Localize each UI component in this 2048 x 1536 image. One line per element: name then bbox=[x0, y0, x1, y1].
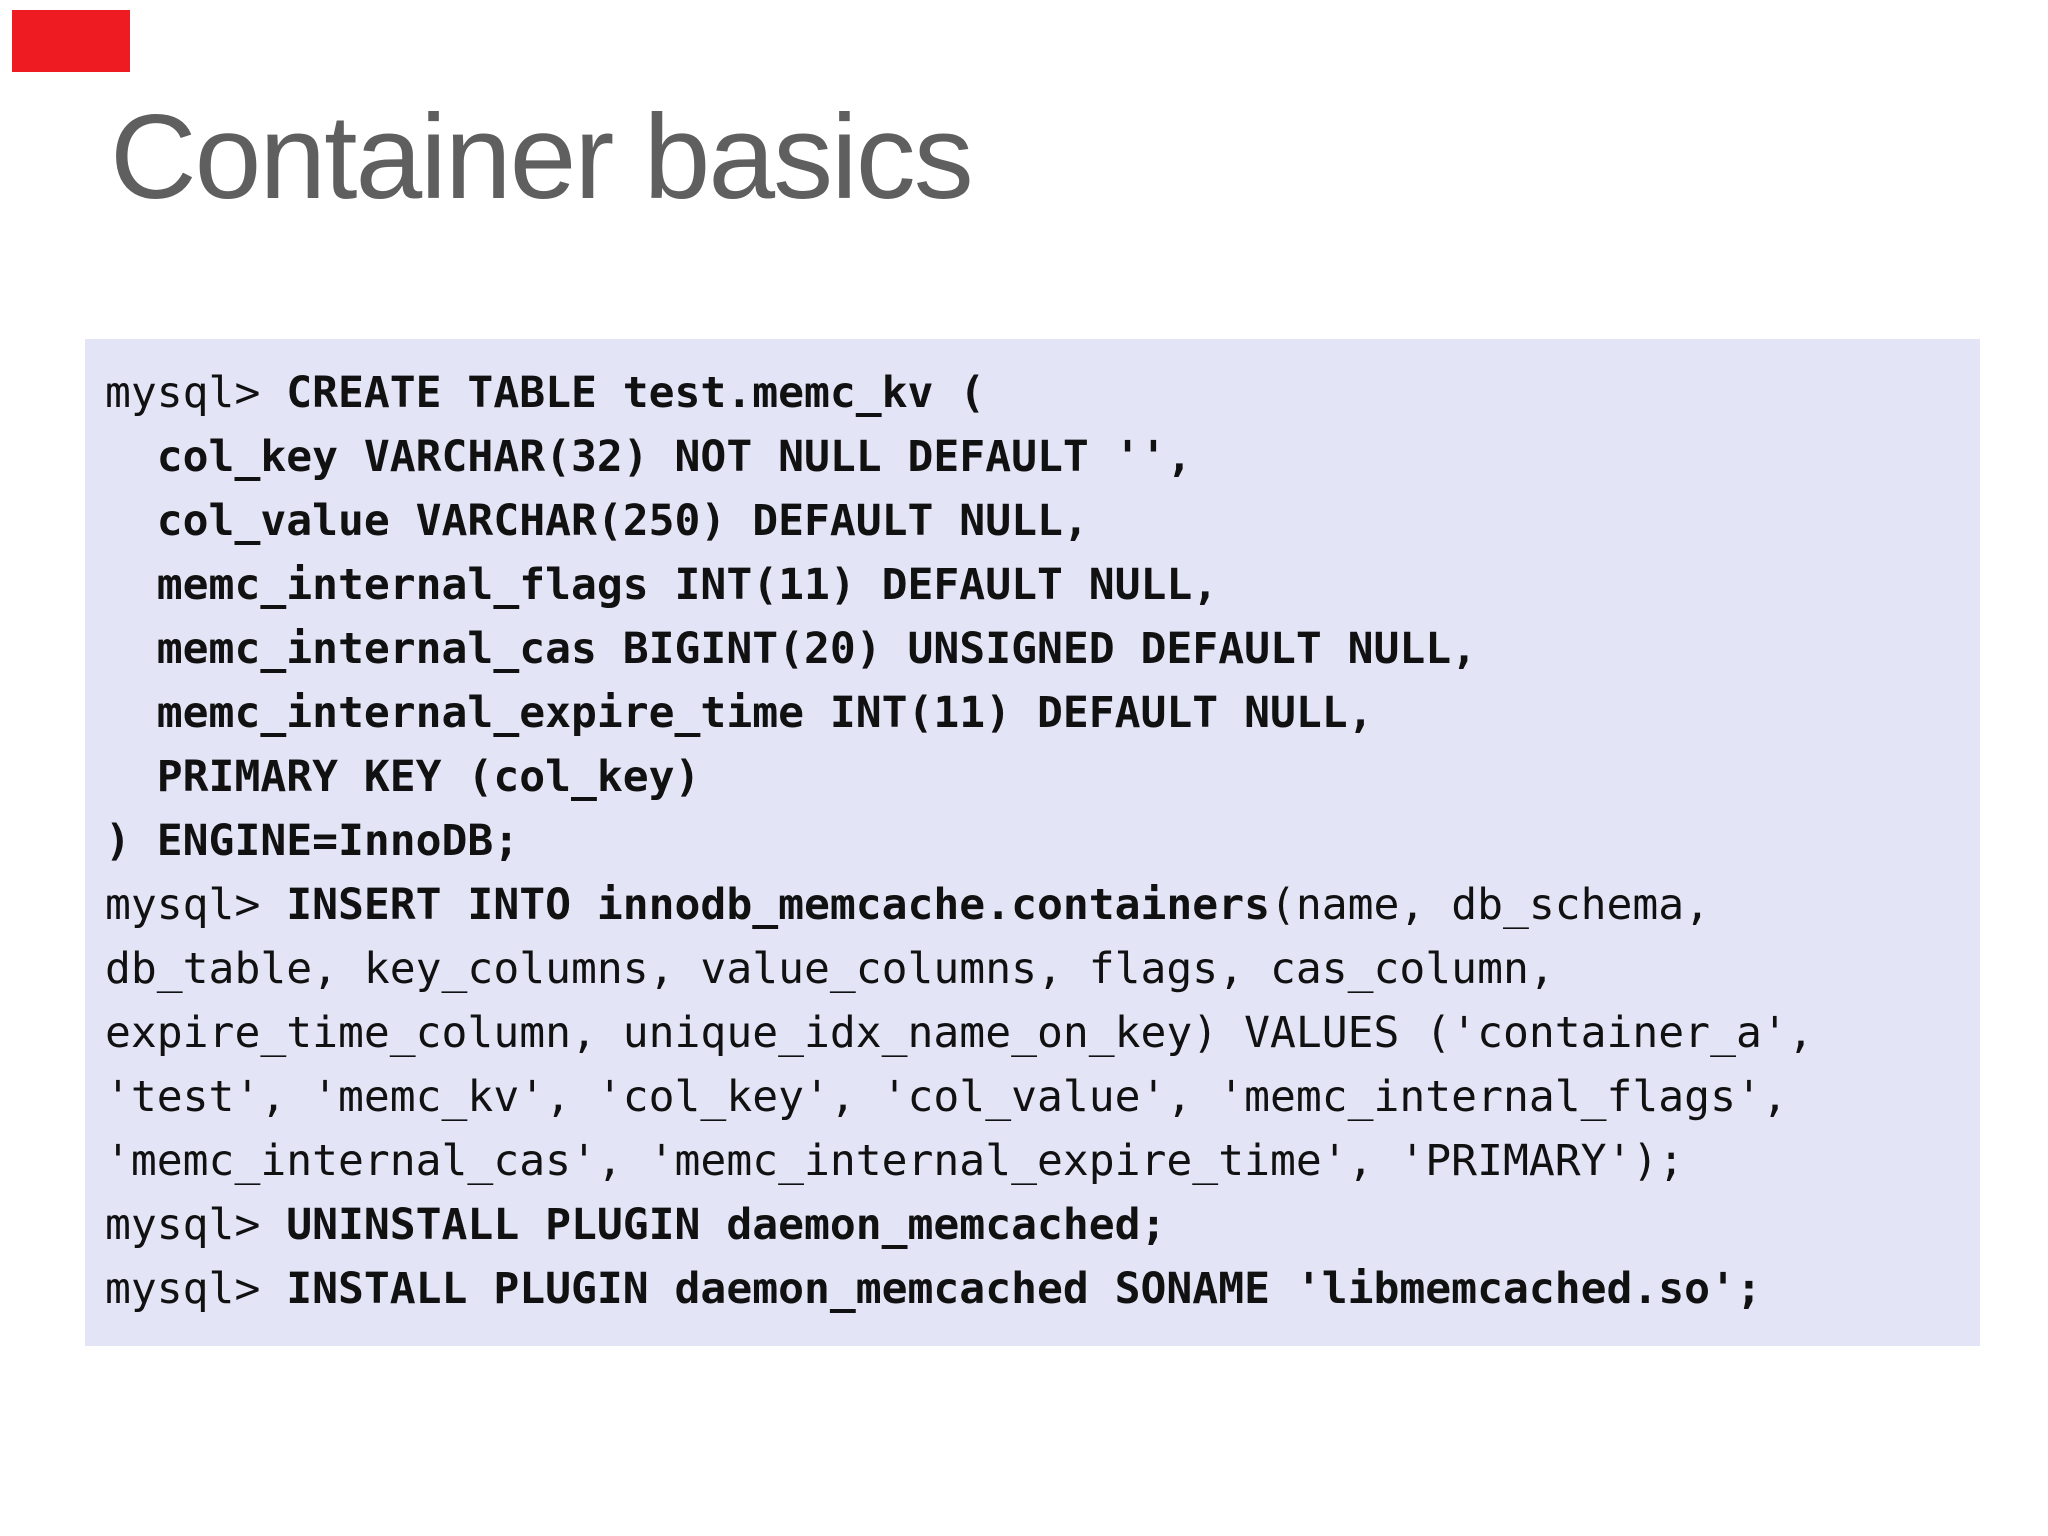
code-prompt-segment: (name, db_schema, bbox=[1269, 880, 1711, 930]
code-line: col_value VARCHAR(250) DEFAULT NULL, bbox=[105, 489, 1970, 553]
code-input-segment: col_key VARCHAR(32) NOT NULL DEFAULT '', bbox=[105, 432, 1193, 482]
code-line: memc_internal_expire_time INT(11) DEFAUL… bbox=[105, 681, 1970, 745]
code-line: db_table, key_columns, value_columns, fl… bbox=[105, 937, 1970, 1001]
code-prompt-segment: 'memc_internal_cas', 'memc_internal_expi… bbox=[105, 1136, 1685, 1186]
code-line: PRIMARY KEY (col_key) bbox=[105, 745, 1970, 809]
code-prompt-segment: mysql> bbox=[105, 1264, 287, 1314]
code-input-segment: col_value VARCHAR(250) DEFAULT NULL, bbox=[105, 496, 1089, 546]
code-line: 'memc_internal_cas', 'memc_internal_expi… bbox=[105, 1129, 1970, 1193]
code-line: memc_internal_flags INT(11) DEFAULT NULL… bbox=[105, 553, 1970, 617]
code-block: mysql> CREATE TABLE test.memc_kv ( col_k… bbox=[85, 339, 1980, 1346]
code-input-segment: memc_internal_flags INT(11) DEFAULT NULL… bbox=[105, 560, 1219, 610]
code-prompt-segment: 'test', 'memc_kv', 'col_key', 'col_value… bbox=[105, 1072, 1788, 1122]
code-input-segment: INSERT INTO innodb_memcache.containers bbox=[286, 880, 1270, 930]
code-line: mysql> UNINSTALL PLUGIN daemon_memcached… bbox=[105, 1193, 1970, 1257]
code-prompt-segment: mysql> bbox=[105, 1200, 287, 1250]
code-prompt-segment: mysql> bbox=[105, 880, 287, 930]
code-prompt-segment: expire_time_column, unique_idx_name_on_k… bbox=[105, 1008, 1814, 1058]
code-input-segment: INSTALL PLUGIN daemon_memcached SONAME '… bbox=[286, 1264, 1762, 1314]
red-corner-marker bbox=[12, 10, 130, 72]
code-input-segment: CREATE TABLE test.memc_kv ( bbox=[286, 368, 986, 418]
code-line: expire_time_column, unique_idx_name_on_k… bbox=[105, 1001, 1970, 1065]
code-line: mysql> INSTALL PLUGIN daemon_memcached S… bbox=[105, 1257, 1970, 1321]
code-input-segment: memc_internal_expire_time INT(11) DEFAUL… bbox=[105, 688, 1374, 738]
code-line: 'test', 'memc_kv', 'col_key', 'col_value… bbox=[105, 1065, 1970, 1129]
code-prompt-segment: db_table, key_columns, value_columns, fl… bbox=[105, 944, 1555, 994]
code-line: mysql> INSERT INTO innodb_memcache.conta… bbox=[105, 873, 1970, 937]
slide-title: Container basics bbox=[110, 90, 974, 224]
code-input-segment: memc_internal_cas BIGINT(20) UNSIGNED DE… bbox=[105, 624, 1478, 674]
code-line: ) ENGINE=InnoDB; bbox=[105, 809, 1970, 873]
code-input-segment: PRIMARY KEY (col_key) bbox=[105, 752, 701, 802]
code-line: mysql> CREATE TABLE test.memc_kv ( bbox=[105, 361, 1970, 425]
code-input-segment: UNINSTALL PLUGIN daemon_memcached; bbox=[286, 1200, 1167, 1250]
code-line: col_key VARCHAR(32) NOT NULL DEFAULT '', bbox=[105, 425, 1970, 489]
code-input-segment: ) ENGINE=InnoDB; bbox=[105, 816, 520, 866]
code-prompt-segment: mysql> bbox=[105, 368, 287, 418]
code-line: memc_internal_cas BIGINT(20) UNSIGNED DE… bbox=[105, 617, 1970, 681]
